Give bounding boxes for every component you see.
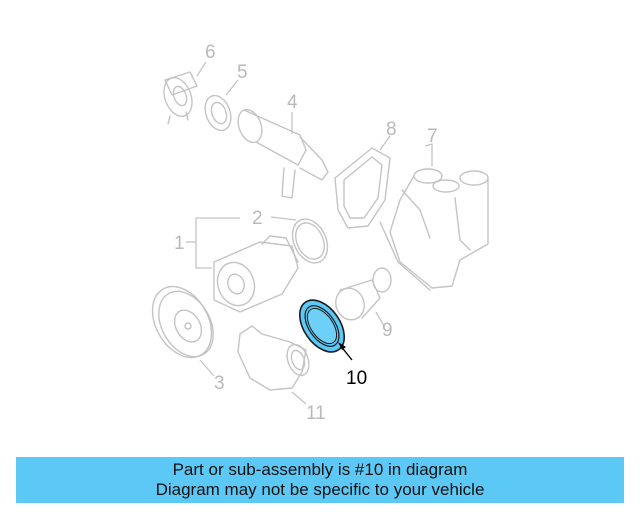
callout-3: 3 <box>214 373 225 394</box>
callout-8: 8 <box>386 119 397 140</box>
callout-9: 9 <box>382 320 393 341</box>
callout-11: 11 <box>306 403 326 424</box>
callout-10: 10 <box>346 368 367 389</box>
part-5-drawing <box>204 94 232 132</box>
callout-5: 5 <box>237 62 248 83</box>
part-9-drawing <box>335 267 392 321</box>
part-6-drawing <box>163 71 198 125</box>
callout-2: 2 <box>252 208 263 229</box>
parts-diagram: 6 5 4 8 7 2 <box>151 42 489 424</box>
part-8-drawing <box>334 147 391 229</box>
banner-line-1: Part or sub-assembly is #10 in diagram <box>172 460 468 479</box>
part-1-drawing <box>213 235 299 313</box>
part-4-drawing <box>237 108 329 199</box>
part-2-drawing <box>291 218 329 264</box>
info-banner: Part or sub-assembly is #10 in diagram D… <box>16 457 624 503</box>
part-11-drawing <box>237 325 310 391</box>
callout-7: 7 <box>427 126 438 147</box>
part-7-drawing <box>379 168 489 291</box>
callout-1: 1 <box>174 233 185 254</box>
callout-6: 6 <box>205 42 216 63</box>
banner-line-2: Diagram may not be specific to your vehi… <box>155 480 485 499</box>
part-10-highlight <box>298 299 346 353</box>
callout-4: 4 <box>287 92 298 113</box>
part-3-drawing <box>151 285 214 359</box>
callout-10-arrowhead <box>338 342 346 350</box>
